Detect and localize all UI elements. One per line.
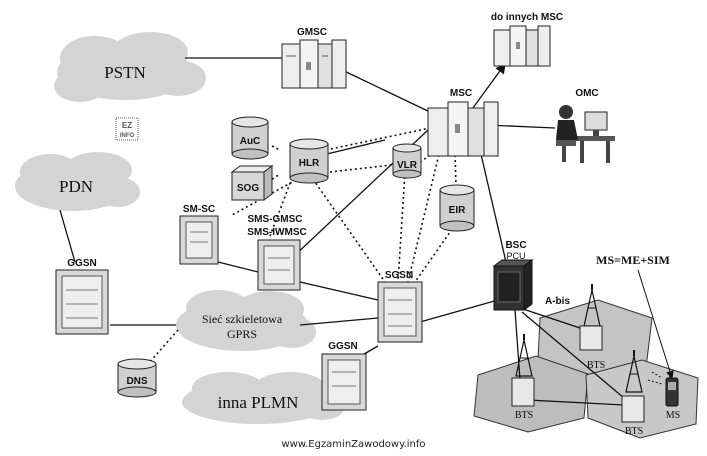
ms-label: MS — [666, 410, 680, 421]
auc-database-icon — [231, 116, 269, 160]
ggsn-left-server-icon — [55, 269, 109, 335]
sog-label: SOG — [237, 183, 259, 194]
other-plmn-cloud — [182, 372, 344, 424]
eir-database-icon — [439, 184, 475, 232]
other-plmn-label: inna PLMN — [218, 393, 299, 412]
gmsc-label: GMSC — [297, 27, 327, 38]
bts-tower-icon-1 — [579, 284, 603, 351]
pdn-cloud — [15, 152, 140, 211]
bsc-box-icon — [492, 259, 534, 311]
sms-iwmsc-label: SMS-IWMSC — [247, 227, 306, 238]
ggsn-left-label: GGSN — [67, 258, 96, 269]
gmsc-server-icon — [281, 39, 347, 89]
omc-label: OMC — [575, 88, 598, 99]
hlr-database-icon — [289, 138, 329, 184]
logo-text-line1: EZ — [122, 121, 132, 130]
bts-tower-icon-3 — [621, 350, 645, 423]
bsc-label: BSC — [505, 240, 526, 251]
pdn-label: PDN — [59, 177, 93, 196]
pstn-label: PSTN — [104, 63, 146, 82]
logo-text-line2: INFO — [120, 133, 135, 139]
bts-label-1: BTS — [587, 360, 605, 371]
bts-label-3: BTS — [625, 426, 643, 437]
msc-label: MSC — [450, 88, 472, 99]
sgsn-label: SGSN — [385, 270, 413, 281]
bts-tower-icon-2 — [511, 334, 535, 407]
eir-label: EIR — [449, 205, 466, 216]
gprs-backbone-label-line1: Sieć szkieletowa — [202, 312, 283, 326]
gprs-backbone-label-line2: GPRS — [227, 327, 257, 341]
sm-sc-label: SM-SC — [183, 204, 215, 215]
other-msc-server-icon — [493, 25, 551, 67]
ggsn-bottom-server-icon — [321, 353, 367, 411]
pstn-cloud — [54, 32, 206, 102]
hlr-label: HLR — [299, 158, 320, 169]
ms-formula-label: MS=ME+SIM — [596, 253, 670, 267]
dns-database-icon — [117, 358, 157, 398]
abis-label: A-bis — [545, 296, 570, 307]
vlr-database-icon — [392, 143, 422, 179]
dns-label: DNS — [126, 376, 147, 387]
mobile-phone-icon — [647, 371, 679, 407]
vlr-label: VLR — [397, 160, 418, 171]
sog-box-icon — [230, 165, 274, 201]
ms-pointer-arrow — [637, 269, 674, 379]
sm-sc-server-icon — [179, 215, 219, 265]
sms-gmsc-server-icon — [257, 239, 301, 291]
msc-server-icon — [427, 101, 499, 157]
sgsn-server-icon — [377, 281, 423, 343]
omc-operator-icon — [556, 105, 615, 163]
auc-label: AuC — [240, 136, 261, 147]
sms-gmsc-label: SMS-GMSC — [248, 214, 303, 225]
source-url: www.EgzaminZawodowy.info — [281, 439, 426, 450]
pcu-label: PCU — [506, 251, 525, 261]
other-msc-label: do innych MSC — [491, 12, 563, 23]
bts-label-2: BTS — [515, 410, 533, 421]
solid-links — [59, 57, 625, 406]
ez-info-logo: EZ INFO — [115, 117, 139, 141]
ggsn-bottom-label: GGSN — [328, 341, 357, 352]
